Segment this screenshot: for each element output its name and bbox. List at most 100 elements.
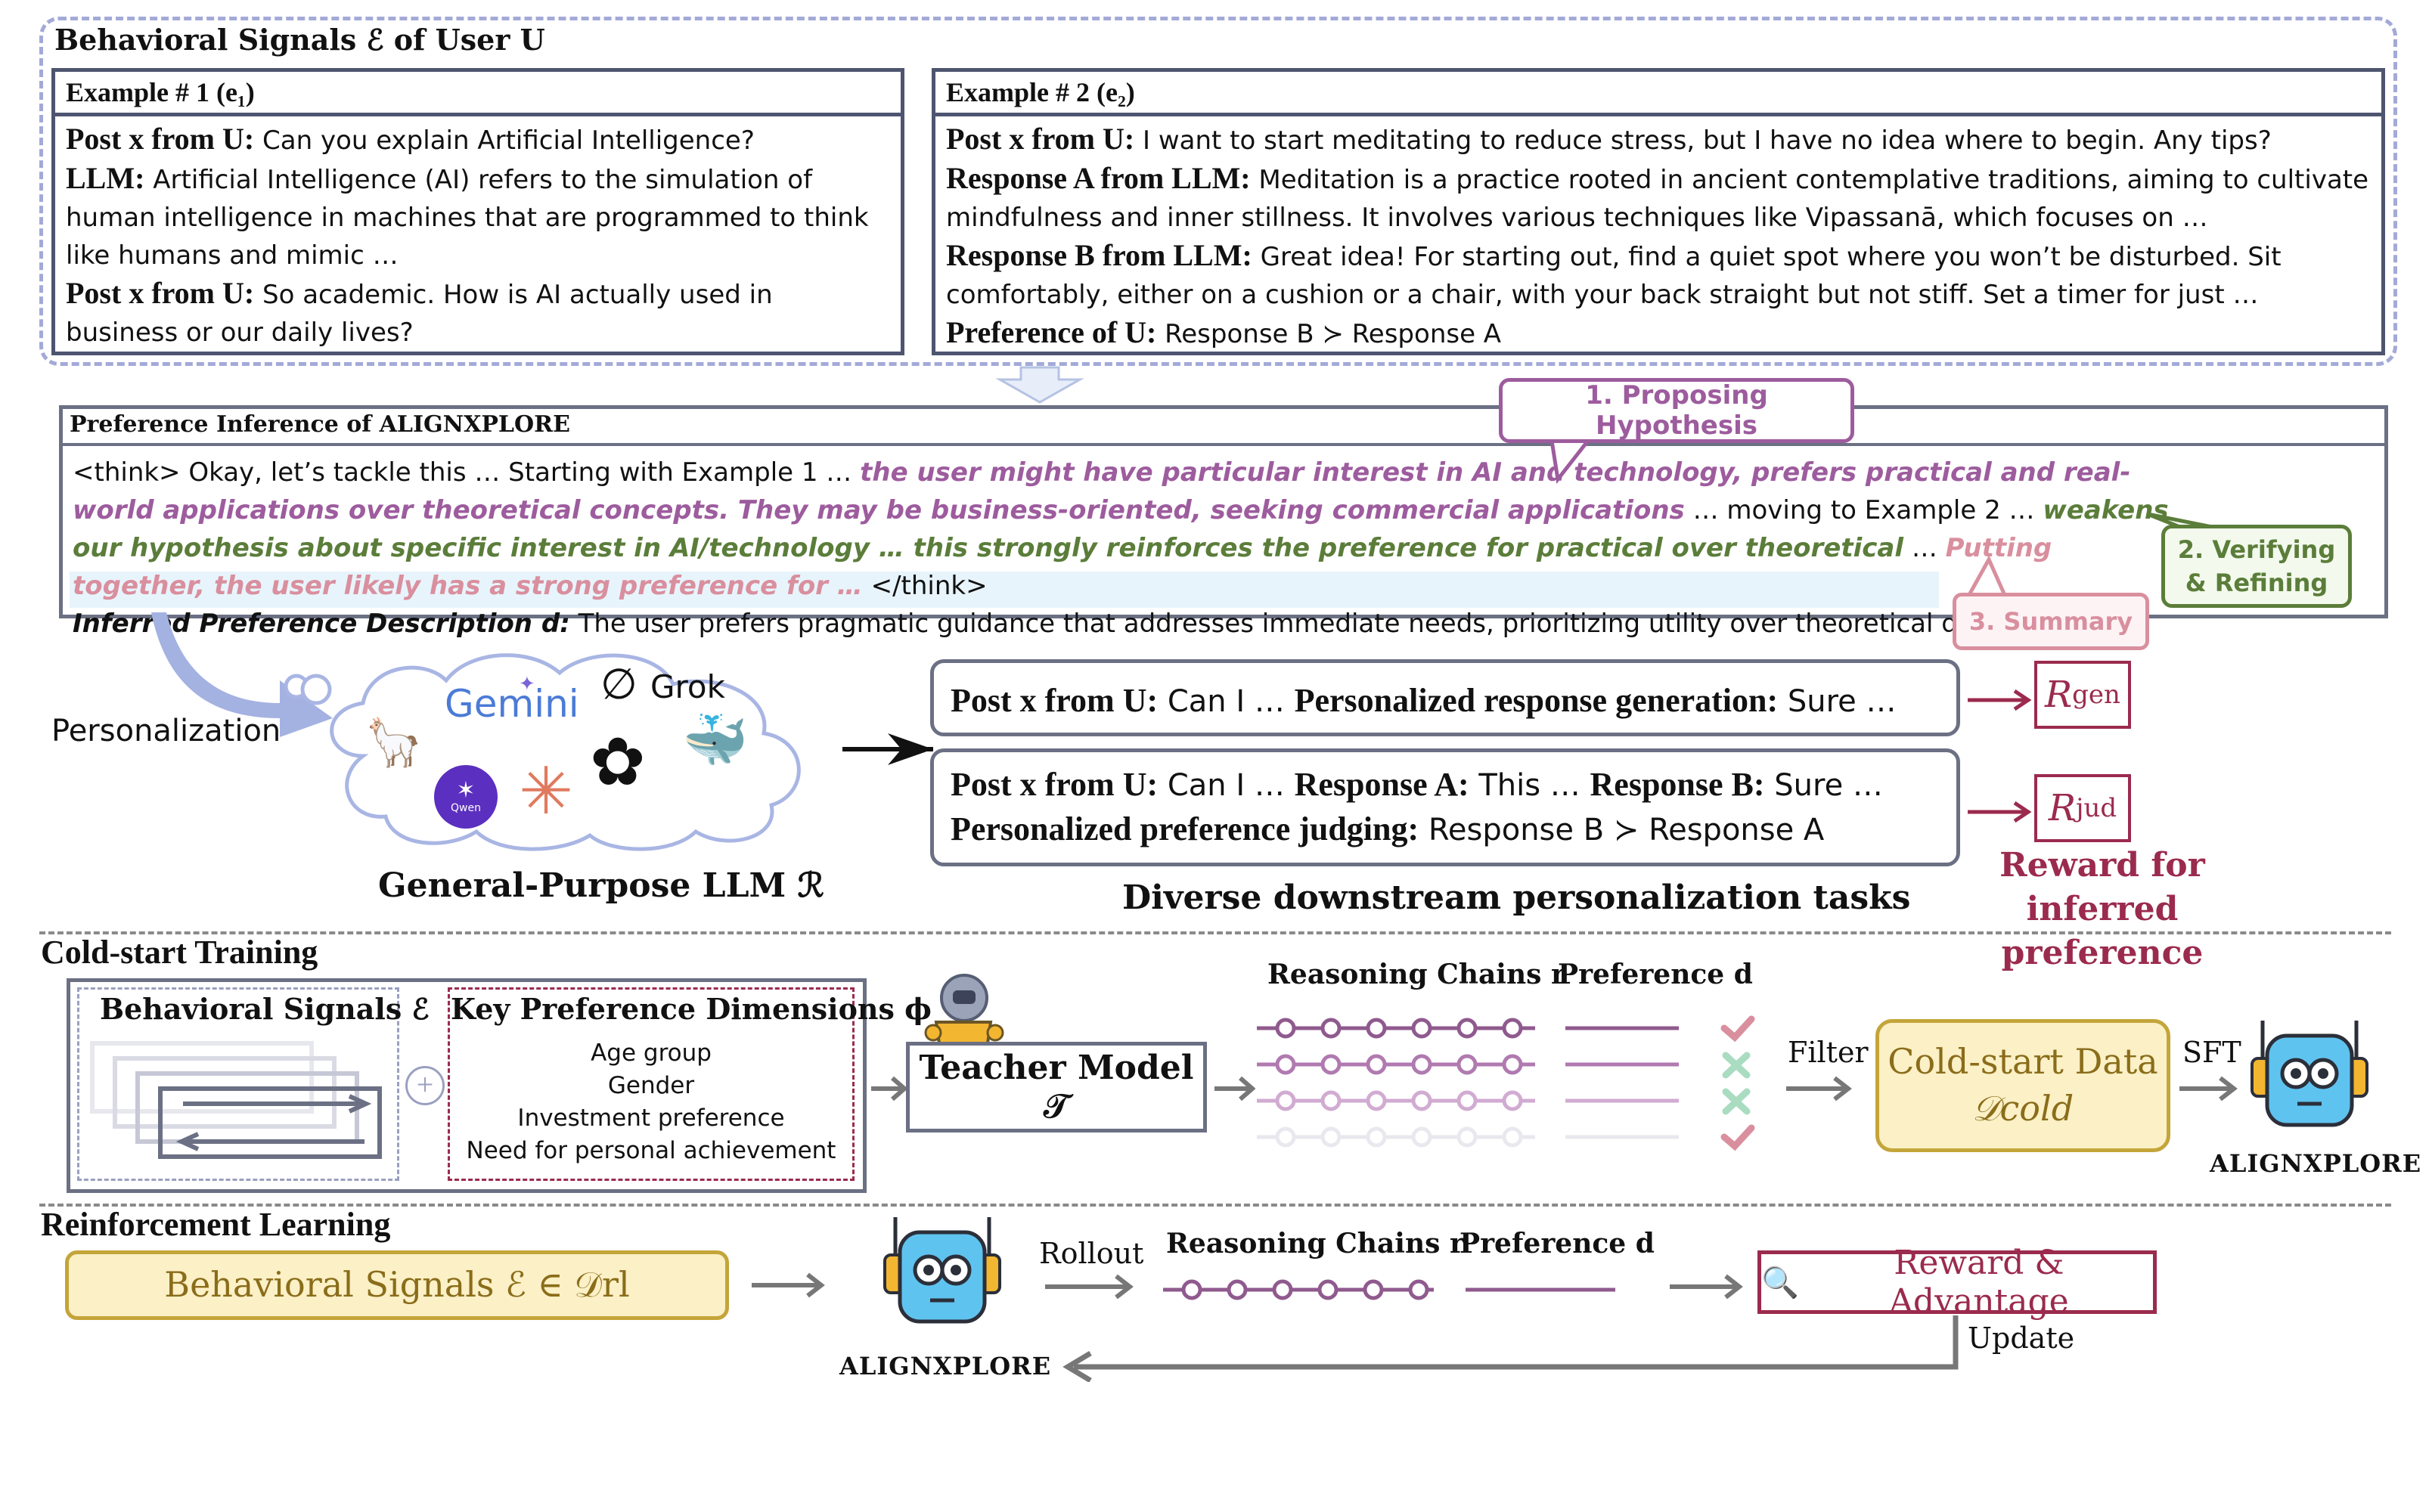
magnifier-icon: 🔍 (1761, 1265, 1799, 1300)
arrow-to-chains-icon (1214, 1076, 1255, 1101)
task1-gen-text: Sure … (1787, 684, 1897, 719)
update-label: Update (1968, 1321, 2075, 1355)
example-1-box: Example # 1 (e₁) Post x from U: Can you … (51, 68, 904, 355)
dims-subbox (448, 987, 855, 1181)
ex2-post-text: I want to start meditating to reduce str… (1143, 125, 2272, 156)
reward-advantage-box: 🔍 Reward & Advantage (1757, 1244, 2157, 1321)
summary-text: Putting together, the user likely has a … (73, 533, 2052, 601)
callout-2-text: 2. Verifying & Refining (2177, 535, 2336, 597)
ex2-resp-b-label: Response B from LLM: (946, 238, 1252, 272)
callout-summary: 3. Summary (1953, 593, 2149, 650)
task2-post-label: Post x from U: (951, 766, 1159, 803)
task2-post-text: Can I … (1167, 768, 1285, 803)
rl-pref-label: Preference d (1460, 1228, 1655, 1259)
tasks-caption: Diverse downstream personalization tasks (1122, 878, 1911, 917)
think-close: </think> (870, 571, 988, 601)
dim-item: Age group (591, 1040, 712, 1067)
plus-icon: + (405, 1066, 445, 1105)
ex2-resp-a-text: Meditation is a practice rooted in ancie… (946, 165, 2369, 233)
chains-label: Reasoning Chains r (1267, 959, 1565, 990)
reward-gen-arrow-icon (1968, 689, 2032, 711)
dim-item: Investment preference (517, 1105, 785, 1132)
grok-logo: Grok (650, 668, 725, 705)
dims-list: Age group Gender Investment preference N… (449, 1037, 853, 1167)
task2-resp-a-text: This … (1478, 768, 1580, 803)
cold-data-sub: 𝒟cold (1971, 1088, 2074, 1129)
claude-icon: ✳ (519, 755, 574, 828)
update-arrow-icon (1062, 1315, 1959, 1382)
alignxplore-rl-robot-icon (883, 1217, 1001, 1324)
reward-jud-arrow-icon (1968, 801, 2032, 823)
task2-resp-b-label: Response B: (1590, 766, 1765, 803)
r-gen-symbol: R (2045, 674, 2073, 716)
llama-icon: 🦙 (364, 717, 423, 769)
ex1-llm-label: LLM: (66, 161, 145, 195)
arrow-to-teacher-icon (871, 1076, 907, 1101)
dim-item: Need for personal achievement (466, 1137, 836, 1164)
dims-title: Key Preference Dimensions ϕ (451, 992, 932, 1026)
behavioral-signals-panel (39, 17, 2397, 366)
example-2-box: Example # 2 (e₂) Post x from U: I want t… (932, 68, 2385, 355)
ex2-resp-a-label: Response A from LLM: (946, 161, 1251, 195)
ex1-post2-label: Post x from U: (66, 276, 255, 310)
verifying-text: weakens our hypothesis about specific in… (73, 495, 2169, 563)
ex2-resp-b-text: Great idea! For starting out, find a qui… (946, 242, 2282, 310)
gemini-logo: Gemini (445, 682, 579, 726)
alignxplore-robot-icon (2251, 1021, 2368, 1127)
rollout-label: Rollout (1039, 1237, 1144, 1270)
ex1-post-text: Can you explain Artificial Intelligence? (262, 125, 755, 156)
ex1-post-label: Post x from U: (66, 122, 255, 156)
ex1-llm-text: Artificial Intelligence (AI) refers to t… (66, 165, 869, 271)
pref-label: Preference d (1558, 959, 1753, 990)
ex1-post2-text: So academic. How is AI actually used in … (66, 280, 773, 348)
callout-proposing-hypothesis: 1. Proposing Hypothesis (1499, 378, 1854, 443)
reward-advantage-text: Reward & Advantage (1889, 1244, 2069, 1321)
moving-text: … moving to Example 2 … (1692, 495, 2035, 525)
grok-icon: ∅ (600, 662, 637, 708)
task1-text: Post x from U: Can I … Personalized resp… (951, 681, 1897, 720)
qwen-icon: ✶ Qwen (434, 765, 498, 829)
r-jud-symbol: R (2048, 787, 2076, 829)
down-arrow-icon (995, 366, 1084, 404)
rl-signals-text: Behavioral Signals ℰ ∈ 𝒟rl (164, 1264, 630, 1305)
behavioral-signals-title: Behavioral Signals ℰ of User U (54, 23, 545, 57)
personalization-arrow-icon (151, 612, 333, 737)
callout-verifying-refining: 2. Verifying & Refining (2161, 525, 2352, 608)
qwen-logo: Qwen (451, 802, 481, 814)
ex2-pref-label: Preference of U: (946, 315, 1157, 349)
cold-model-name: ALIGNXPLORE (2210, 1149, 2422, 1178)
signals-stack-icon (90, 1041, 382, 1159)
reasoning-chains-graphic (1257, 1015, 1755, 1151)
r-jud-sub: jud (2075, 793, 2117, 823)
arrow-to-model-icon (2179, 1076, 2238, 1101)
task2-resp-b-text: Sure … (1774, 768, 1883, 803)
example-1-title: Example # 1 (e₁) (55, 72, 901, 116)
example-2-body: Post x from U: I want to start meditatin… (946, 120, 2371, 353)
teacher-model-box: Teacher Model 𝒯 (906, 1042, 1207, 1132)
divider-1 (39, 931, 2391, 934)
openai-icon: ✿ (590, 727, 646, 800)
arrow-to-rl-model-icon (752, 1272, 825, 1298)
rl-chains-label: Reasoning Chains r (1166, 1228, 1464, 1259)
signals-title: Behavioral Signals ℰ (100, 992, 430, 1026)
task2-judging-text: Response B ≻ Response A (1428, 813, 1825, 847)
title-underline (62, 443, 2385, 446)
personalization-label: Personalization (51, 714, 281, 748)
sft-label: SFT (2182, 1036, 2241, 1069)
ex2-post-label: Post x from U: (946, 122, 1135, 156)
teacher-label: Teacher Model 𝒯 (919, 1049, 1194, 1126)
arrow-to-reward-icon (1670, 1274, 1743, 1300)
hypothesis-text: the user might have particular interest … (73, 457, 2131, 525)
callout-1-text: 1. Proposing Hypothesis (1585, 380, 1768, 441)
llm-label: General-Purpose LLM ℛ (378, 866, 824, 905)
task2-judging-label: Personalized preference judging: (951, 810, 1419, 847)
description-highlight (70, 572, 1939, 608)
reward-caption: Reward for inferred preference (1999, 846, 2205, 972)
task2-text: Post x from U: Can I … Response A: This … (951, 763, 1883, 852)
signals-subbox (77, 987, 399, 1181)
description-text: The user prefers pragmatic guidance that… (578, 609, 2025, 639)
task1-post-text: Can I … (1167, 684, 1285, 719)
deepseek-icon: 🐳 (682, 712, 749, 770)
